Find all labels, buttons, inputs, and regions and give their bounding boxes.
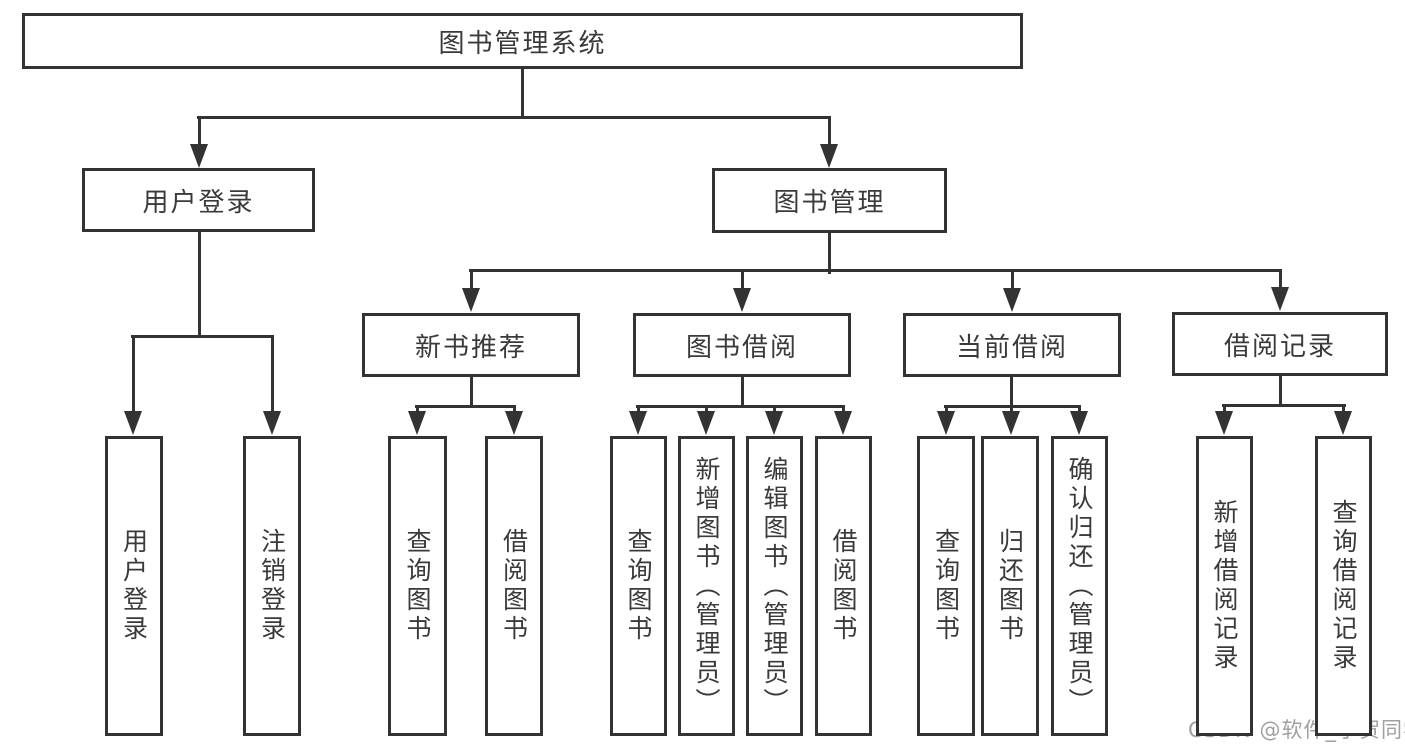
arrow-down-icon	[1215, 411, 1233, 435]
arrow-down-icon	[190, 144, 208, 168]
connector-vline	[469, 377, 473, 408]
connector-arrow-stem	[740, 269, 744, 294]
arrow-down-icon	[765, 411, 783, 435]
leaf-bb-add-books-admin: 新增图书（管理员）	[678, 436, 735, 736]
connector-vline	[1278, 375, 1282, 407]
leaf-nbr-query-books: 查询图书	[388, 436, 447, 736]
connector-hline	[1222, 404, 1346, 407]
connector-hline	[197, 116, 831, 119]
arrow-down-icon	[733, 288, 751, 312]
connector-arrow-stem	[131, 335, 135, 417]
arrow-down-icon	[1070, 411, 1088, 435]
connector-arrow-stem	[1341, 404, 1345, 417]
leaf-cb-query-books: 查询图书	[917, 436, 975, 736]
connector-hline	[131, 335, 274, 338]
leaf-bb-query-books: 查询图书	[610, 436, 667, 736]
node-user-login: 用户登录	[82, 168, 315, 232]
arrow-down-icon	[1003, 288, 1021, 312]
connector-hline	[469, 269, 1282, 272]
leaf-user-login: 用户登录	[105, 436, 163, 736]
arrow-down-icon	[834, 411, 852, 435]
arrow-down-icon	[1271, 287, 1289, 311]
arrow-down-icon	[937, 411, 955, 435]
connector-vline	[827, 233, 831, 274]
connector-arrow-stem	[270, 335, 274, 417]
arrow-down-icon	[124, 411, 142, 435]
arrow-down-icon	[629, 411, 647, 435]
connector-hline	[415, 405, 516, 408]
arrow-down-icon	[505, 411, 523, 435]
leaf-cb-return-books: 归还图书	[981, 436, 1039, 736]
arrow-down-icon	[1002, 411, 1020, 435]
leaf-logout: 注销登录	[243, 436, 301, 736]
leaf-br-add-record: 新增借阅记录	[1196, 436, 1253, 736]
arrow-down-icon	[462, 288, 480, 312]
arrow-down-icon	[697, 411, 715, 435]
connector-vline	[197, 232, 201, 338]
connector-arrow-stem	[1222, 404, 1226, 417]
leaf-bb-edit-books-admin: 编辑图书（管理员）	[746, 436, 803, 736]
node-current-borrow: 当前借阅	[903, 313, 1121, 377]
node-library-system: 图书管理系统	[22, 13, 1023, 69]
connector-vline	[740, 377, 744, 408]
leaf-bb-borrow-books: 借阅图书	[815, 436, 872, 736]
node-new-book-recommend: 新书推荐	[362, 313, 580, 377]
connector-arrow-stem	[1278, 269, 1282, 293]
node-book-borrow: 图书借阅	[633, 313, 851, 377]
leaf-br-query-record: 查询借阅记录	[1315, 436, 1372, 736]
connector-hline	[636, 405, 845, 408]
node-book-management: 图书管理	[712, 168, 947, 233]
leaf-nbr-borrow-books: 借阅图书	[485, 436, 543, 736]
arrow-down-icon	[263, 411, 281, 435]
arrow-down-icon	[408, 411, 426, 435]
node-borrow-records: 借阅记录	[1172, 312, 1388, 376]
leaf-cb-confirm-return-admin: 确认归还（管理员）	[1051, 436, 1108, 736]
connector-arrow-stem	[1010, 269, 1014, 294]
connector-hline	[944, 405, 1081, 408]
arrow-down-icon	[820, 144, 838, 168]
connector-arrow-stem	[197, 116, 201, 150]
connector-vline	[520, 69, 524, 119]
arrow-down-icon	[1334, 411, 1352, 435]
connector-vline	[1009, 377, 1013, 408]
connector-arrow-stem	[469, 269, 473, 294]
connector-arrow-stem	[827, 116, 831, 150]
